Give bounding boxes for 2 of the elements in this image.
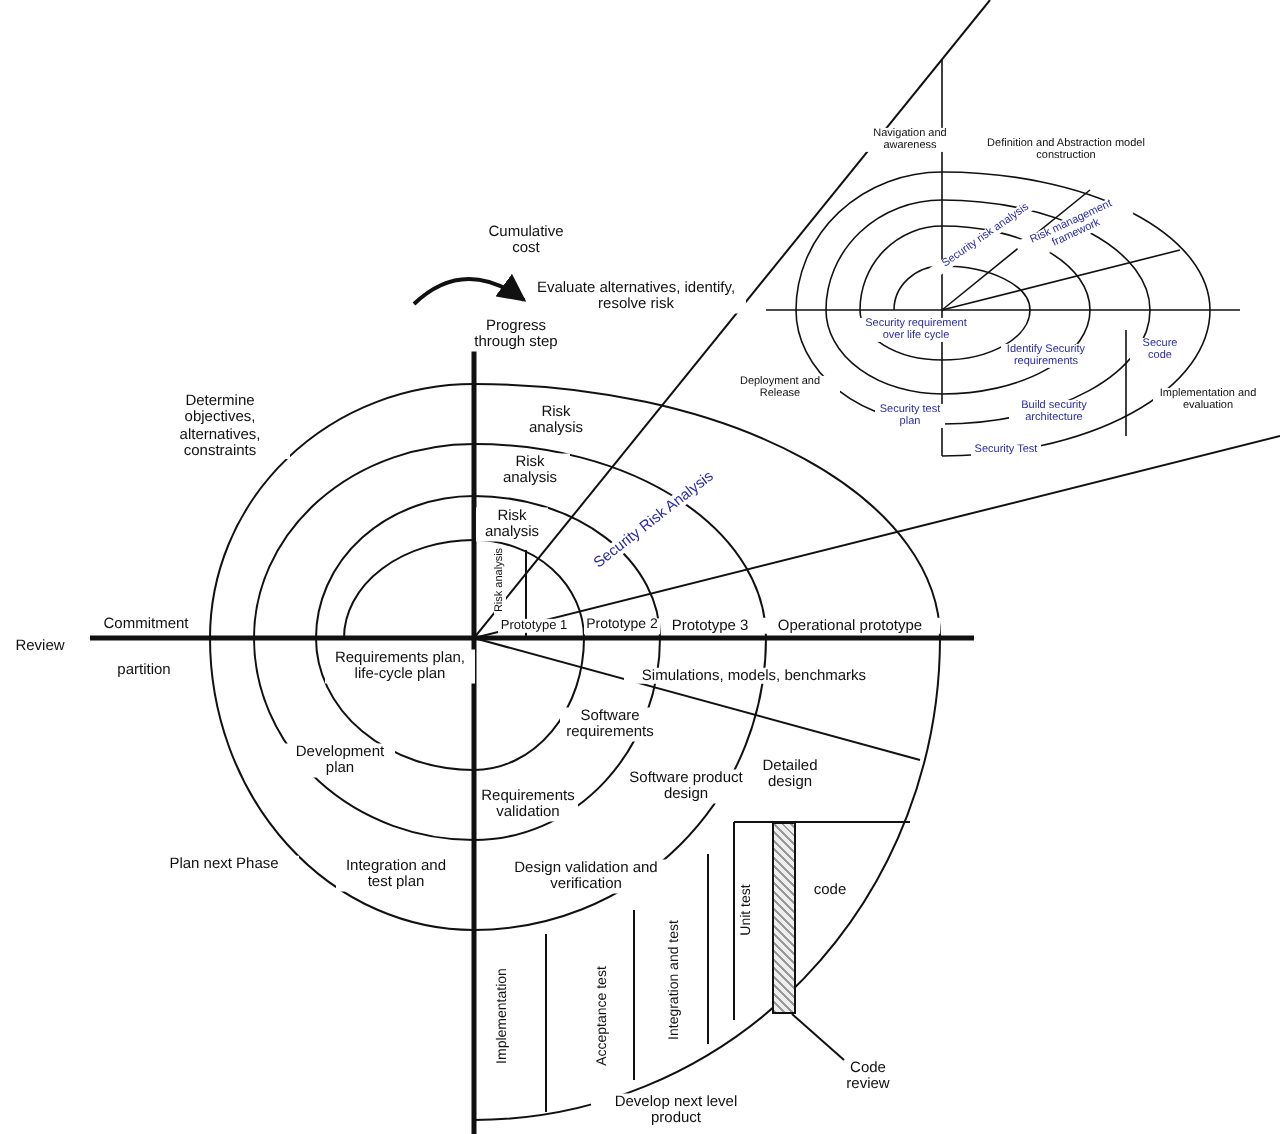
hatched-bar <box>772 822 796 1014</box>
leader-line <box>791 1013 845 1061</box>
